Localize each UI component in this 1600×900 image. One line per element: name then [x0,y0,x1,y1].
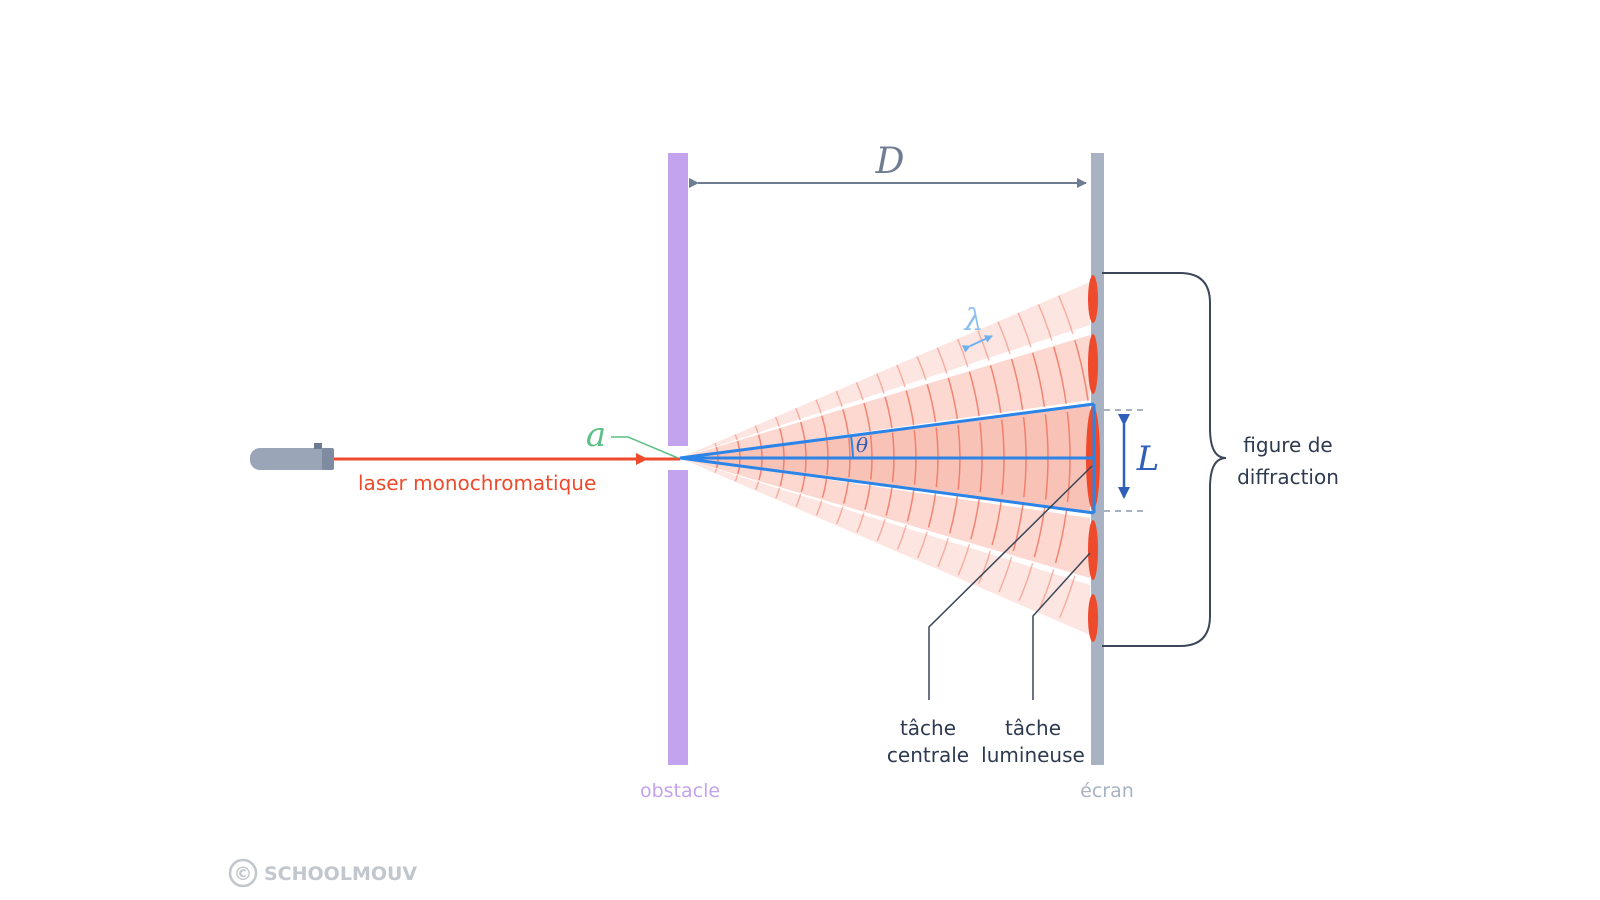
central-width-symbol: L [1136,439,1160,479]
wavefront-arc [863,402,871,432]
wavefront-arc [1017,312,1032,348]
spot-upper [1088,334,1098,394]
wavefront-arc [842,409,850,435]
wavefront-arc [978,550,992,584]
wavefront-arc [916,356,927,381]
wavefront-arc [856,512,865,533]
angle-symbol: θ [856,433,868,457]
wavefront-arc [968,371,980,417]
distance-symbol: D [875,141,905,182]
wavefront-arc [956,338,969,368]
slit-leader-line [611,436,679,459]
central-spot-leader [928,465,1093,700]
wavelength-arrow [961,335,993,353]
wavefront-arc [905,390,915,426]
luminous-spot-label-line2: lumineuse [981,743,1085,767]
screen-label: écran [1080,780,1134,802]
wavefront-arc [1037,304,1053,341]
wavefront-arc [926,384,937,423]
wavefront-arc [795,493,802,508]
luminous-spot-leader [1032,552,1091,700]
wavefront-arc [754,481,760,491]
wavefront-arc [989,365,1002,414]
wavelength-symbol: λ [963,303,983,338]
wavefront-arc [876,373,885,394]
wavefront-arc [775,487,781,499]
wavefront-arc [714,442,717,447]
second-fan-lower [680,458,1090,578]
wavefront-arc [734,474,739,482]
wavefront-arc [734,434,738,441]
wavefront-arc [774,416,780,427]
central-spot-label-line2: centrale [887,743,969,767]
wavefront-arc [714,468,718,473]
wavefront-arc [957,544,971,576]
wavefront-arc [998,556,1013,593]
obstacle-label: obstacle [640,780,720,802]
laser-label: laser monochromatique [358,471,596,495]
wavefront-arc [855,382,864,401]
luminous-spot-label-line1: tâche [1005,716,1061,740]
spot-top [1088,275,1098,323]
schoolmouv-watermark: © SCHOOLMOUV [228,858,417,888]
central-spot-label-line1: tâche [900,716,956,740]
spot-bottom [1088,594,1098,642]
wavefront-arc [1018,562,1034,601]
outer-fan-lower [680,458,1090,635]
wavefront-arc [876,518,886,542]
wavefront-arc [947,377,959,420]
wavefront-arc [884,396,893,429]
figure-label-line1: figure de [1243,433,1332,457]
wavefront-arc [917,531,928,559]
wavefront-arc [754,425,759,434]
copyright-symbol: © [234,863,253,885]
wavefront-arc [835,390,843,408]
wavefront-arc [896,364,906,388]
slit-width-symbol: a [586,415,606,455]
copyright-icon [228,858,258,888]
wavefront-arc [815,500,823,516]
wavefront-arc [1059,575,1076,618]
central-cone-lines [679,402,1096,515]
wavefront-arc [795,408,801,421]
laser-device [250,443,334,470]
wavefront-arc [815,399,822,414]
brand-text: SCHOOLMOUV [264,863,417,885]
wavefront-arc [1010,358,1024,410]
wavefront-arc [1031,352,1046,407]
spot-lower [1088,520,1098,580]
angle-arc [850,435,854,459]
wavefront-arc [1074,340,1089,401]
obstacle-lower [668,470,688,765]
wavefront-arc [836,506,844,525]
second-fan-upper [680,335,1090,458]
figure-label-line2: diffraction [1237,465,1339,489]
obstacle-upper [668,153,688,446]
wavefront-arc [936,347,948,375]
diffraction-brace [1102,272,1227,647]
outer-fan-upper [680,282,1090,458]
wavefront-arc [937,537,950,567]
wavefront-arc [896,525,907,550]
wavefront-arc [1058,295,1074,335]
wavefront-arc [1052,346,1067,404]
wavefront-arc [997,321,1011,355]
